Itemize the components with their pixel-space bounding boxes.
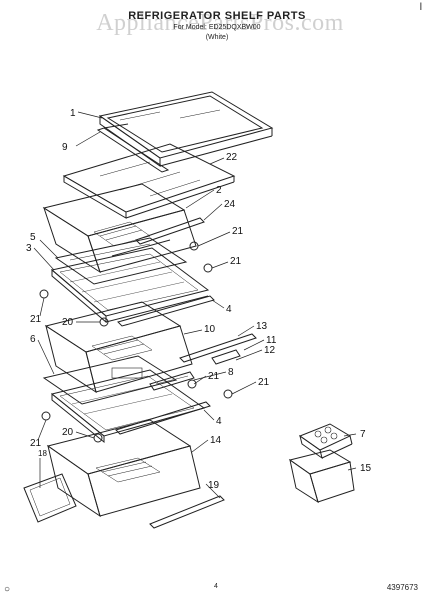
callout-12: 12 bbox=[264, 345, 276, 356]
callout-7: 7 bbox=[360, 429, 366, 440]
document-part-number: 4397673 bbox=[386, 583, 418, 592]
callout-22: 22 bbox=[226, 152, 238, 163]
part-8-bracket bbox=[149, 371, 195, 391]
callout-4-b: 4 bbox=[216, 416, 222, 427]
diagram-title: REFRIGERATOR SHELF PARTS bbox=[128, 10, 306, 22]
part-21-clip bbox=[203, 263, 213, 273]
part-4-side-rail-lower bbox=[115, 401, 211, 435]
callout-21-e: 21 bbox=[258, 377, 270, 388]
part-21-clip bbox=[41, 411, 51, 421]
callout-24: 24 bbox=[224, 199, 236, 210]
part-2-crisper-drawer bbox=[42, 183, 197, 274]
corner-mark-top-right: l bbox=[419, 2, 422, 13]
part-10-crisper-drawer bbox=[44, 301, 193, 394]
callout-10: 10 bbox=[204, 324, 216, 335]
part-11-bracket bbox=[211, 349, 241, 365]
callout-13: 13 bbox=[256, 321, 268, 332]
part-5-shelf-glass bbox=[54, 237, 188, 285]
part-22-glass-panel bbox=[62, 143, 236, 219]
callout-21-d: 21 bbox=[208, 371, 220, 382]
callout-19: 19 bbox=[208, 480, 220, 491]
callout-14: 14 bbox=[210, 435, 222, 446]
watermark: AppliancePartsPros.com bbox=[96, 10, 344, 36]
corner-mark-bottom-left: ○ bbox=[4, 584, 11, 595]
part-4-side-rail-upper bbox=[117, 295, 215, 327]
part-1-glass-shelf-frame bbox=[98, 91, 274, 167]
callout-9: 9 bbox=[62, 142, 68, 153]
callout-18: 18 bbox=[38, 449, 47, 458]
part-21-clip bbox=[187, 379, 197, 389]
callout-20-b: 20 bbox=[62, 427, 74, 438]
part-21-clip bbox=[39, 289, 49, 299]
callout-1: 1 bbox=[70, 108, 76, 119]
part-14-crisper-drawer bbox=[46, 419, 201, 518]
part-9-shelf-trim bbox=[96, 123, 170, 173]
part-24-rod bbox=[135, 217, 205, 245]
callout-2: 2 bbox=[216, 185, 222, 196]
part-7-egg-tray bbox=[298, 423, 353, 460]
callout-21-a: 21 bbox=[232, 226, 244, 237]
model-subtitle: For Model: ED25DQXBW00 bbox=[173, 24, 261, 31]
callout-11: 11 bbox=[266, 335, 277, 346]
part-6-shelf-frame bbox=[50, 369, 206, 444]
callout-3: 3 bbox=[26, 243, 32, 254]
callout-15: 15 bbox=[360, 463, 372, 474]
callout-leaders bbox=[33, 111, 357, 499]
part-18-label-card bbox=[23, 473, 77, 523]
callout-6: 6 bbox=[30, 334, 36, 345]
callout-5: 5 bbox=[30, 232, 36, 243]
callout-21-b: 21 bbox=[230, 256, 242, 267]
part-20-clip bbox=[93, 433, 103, 443]
callout-21-f: 21 bbox=[30, 438, 42, 449]
callout-4-a: 4 bbox=[226, 304, 232, 315]
part-21-clip bbox=[189, 241, 199, 251]
part-3-shelf-frame bbox=[50, 247, 210, 324]
callout-labels: 1 9 22 2 24 5 3 21 21 4 21 20 10 13 11 6… bbox=[26, 108, 372, 491]
callout-20-a: 20 bbox=[62, 317, 74, 328]
color-note: (White) bbox=[205, 34, 229, 41]
callout-8: 8 bbox=[228, 367, 234, 378]
part-13-rod bbox=[179, 333, 257, 363]
part-19-rod bbox=[149, 495, 225, 529]
part-15-storage-bin bbox=[288, 449, 355, 504]
part-21-clip bbox=[223, 389, 233, 399]
page-number: 4 bbox=[214, 583, 218, 590]
callout-21-c: 21 bbox=[30, 314, 42, 325]
part-6-shelf-glass bbox=[42, 355, 178, 405]
